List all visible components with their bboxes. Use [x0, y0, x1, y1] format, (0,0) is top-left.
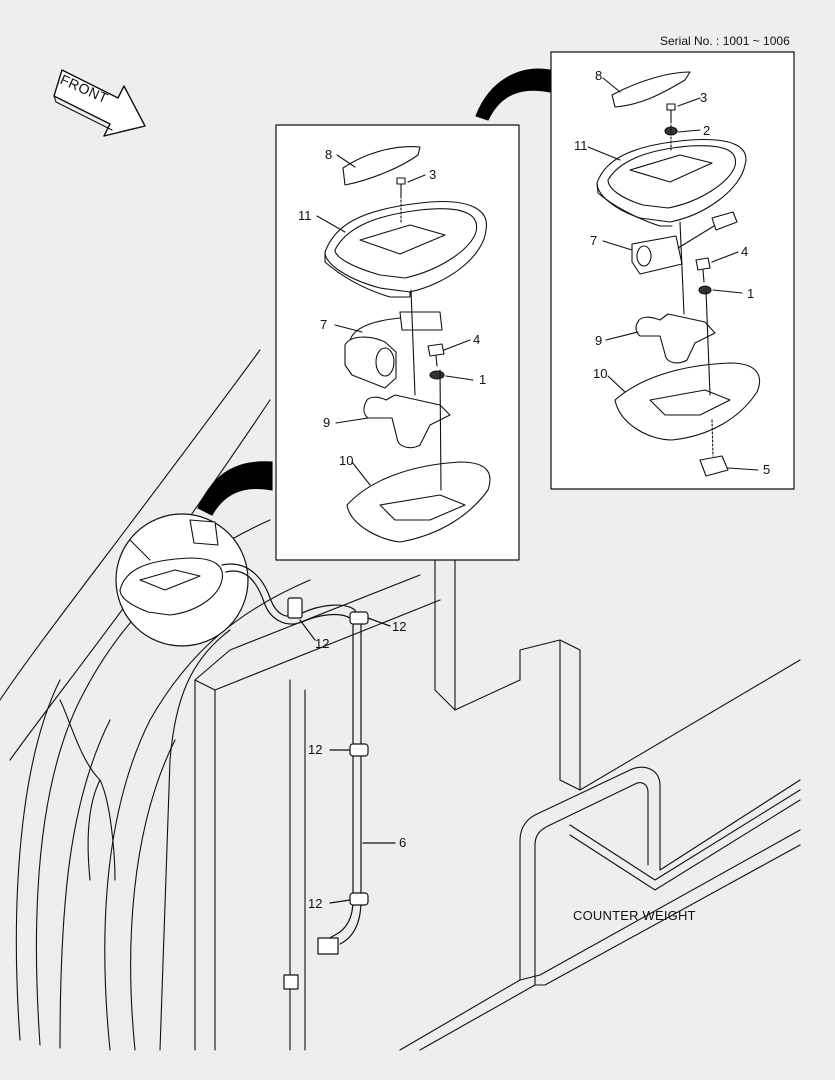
detail-arrow-lower	[197, 461, 273, 516]
detail-a-leaders	[316, 154, 474, 486]
callout-harness-12-top: 12	[392, 619, 407, 634]
callout-b-7: 7	[590, 233, 598, 248]
callout-harness-12-clip: 12	[315, 636, 330, 651]
detail-b-parts	[596, 71, 761, 477]
callout-a-7: 7	[320, 317, 328, 332]
callout-harness-12-bottom: 12	[308, 896, 323, 911]
callout-b-5: 5	[763, 462, 771, 477]
callout-b-11: 11	[574, 138, 588, 153]
callout-a-8: 8	[325, 147, 333, 162]
callout-harness-12-mid: 12	[308, 742, 323, 757]
callout-a-1: 1	[479, 372, 487, 387]
counter-weight-label: COUNTER WEIGHT	[573, 908, 696, 923]
callout-harness-6: 6	[399, 835, 407, 850]
callout-b-2: 2	[703, 123, 711, 138]
counter-weight-structure	[399, 559, 801, 1051]
detail-arrow-upper	[475, 68, 551, 121]
callout-b-9: 9	[595, 333, 603, 348]
serial-number-label: Serial No. : 1001 ~ 1006	[660, 34, 790, 48]
callout-a-10: 10	[339, 453, 354, 468]
callout-b-8: 8	[595, 68, 603, 83]
wiring-harness	[221, 563, 396, 990]
callout-a-3: 3	[429, 167, 437, 182]
callout-a-11: 11	[298, 208, 312, 223]
callout-a-4: 4	[473, 332, 481, 347]
detail-b-leaders	[587, 77, 759, 471]
front-arrow	[53, 69, 146, 137]
callout-b-1: 1	[747, 286, 755, 301]
callout-b-3: 3	[700, 90, 708, 105]
callout-b-10: 10	[593, 366, 608, 381]
detail-a-parts	[324, 146, 491, 543]
callout-a-9: 9	[323, 415, 331, 430]
callout-b-4: 4	[741, 244, 749, 259]
camera-inset	[115, 513, 249, 647]
